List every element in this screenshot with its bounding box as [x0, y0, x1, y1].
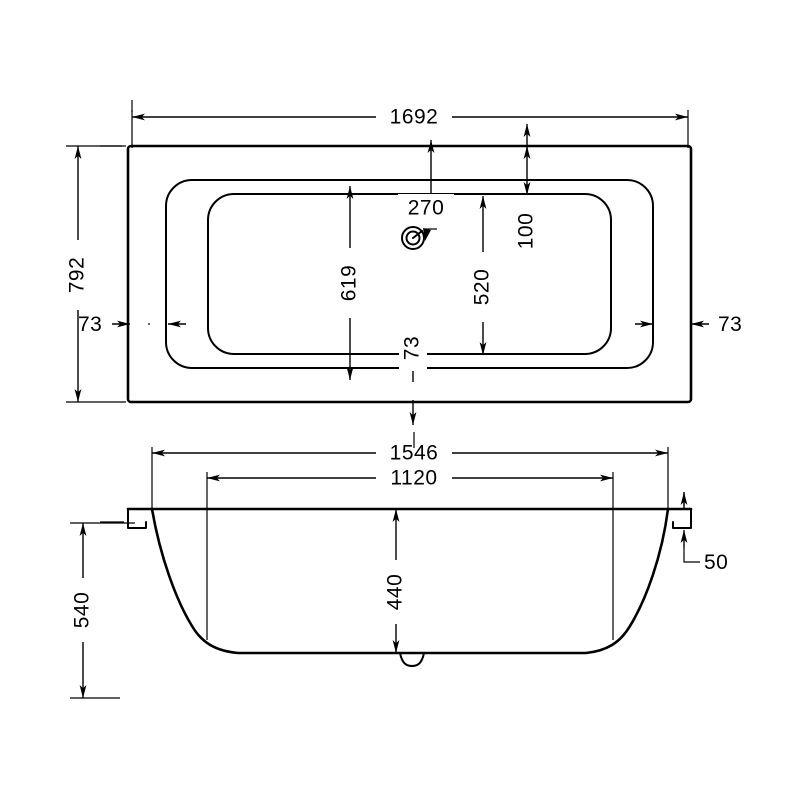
dimension-label-440: 440: [384, 574, 407, 611]
dimension-label-270: 270: [408, 197, 445, 220]
dimension-label-520: 520: [471, 269, 494, 306]
dimension-label-1692: 1692: [390, 106, 439, 129]
front-tub-profile: [150, 507, 670, 655]
dimension-label-792: 792: [66, 257, 89, 294]
dimension-rim-left: 73: [78, 313, 186, 336]
dimension-top-rim: 100: [513, 124, 541, 259]
dimension-label-540: 540: [71, 592, 94, 629]
dimension-rim-thickness: 50: [680, 492, 728, 574]
dimension-label-1546: 1546: [390, 442, 439, 465]
dimension-bowl-width: 520: [469, 196, 497, 355]
dimension-overall-length: 1692: [131, 104, 689, 148]
dimension-waste-offset: 270: [398, 140, 454, 220]
dimension-label-50: 50: [704, 551, 728, 574]
dimension-overall-width: 792: [64, 145, 126, 403]
waste-overflow-icon: [401, 226, 437, 250]
front-left-rim-step: [127, 508, 147, 529]
dimension-bottom-rim: 73: [399, 325, 427, 425]
dimension-base-length: 1120: [206, 465, 614, 640]
dimension-label-619: 619: [338, 265, 361, 302]
plan-outer-body: [126, 144, 693, 404]
dimension-label-1120: 1120: [390, 467, 437, 490]
dimension-inner-width: 619: [336, 186, 364, 380]
dimension-rim-length: 1546: [151, 440, 669, 509]
dimension-label-73-left: 73: [78, 313, 102, 336]
dimension-label-73-bottom: 73: [401, 336, 424, 360]
dimension-label-73-right: 73: [718, 313, 742, 336]
dimension-rim-right: 73: [635, 313, 742, 336]
dimension-overall-height: 540: [69, 522, 135, 699]
dimension-inner-depth: 440: [382, 509, 410, 653]
front-view: 1546 1120 540 440: [69, 432, 728, 699]
plan-view: 1692 792 73 73 619: [64, 100, 742, 425]
front-right-rim-step: [672, 508, 692, 529]
drain-outlet-icon: [399, 652, 425, 667]
dimension-label-100: 100: [515, 213, 538, 250]
